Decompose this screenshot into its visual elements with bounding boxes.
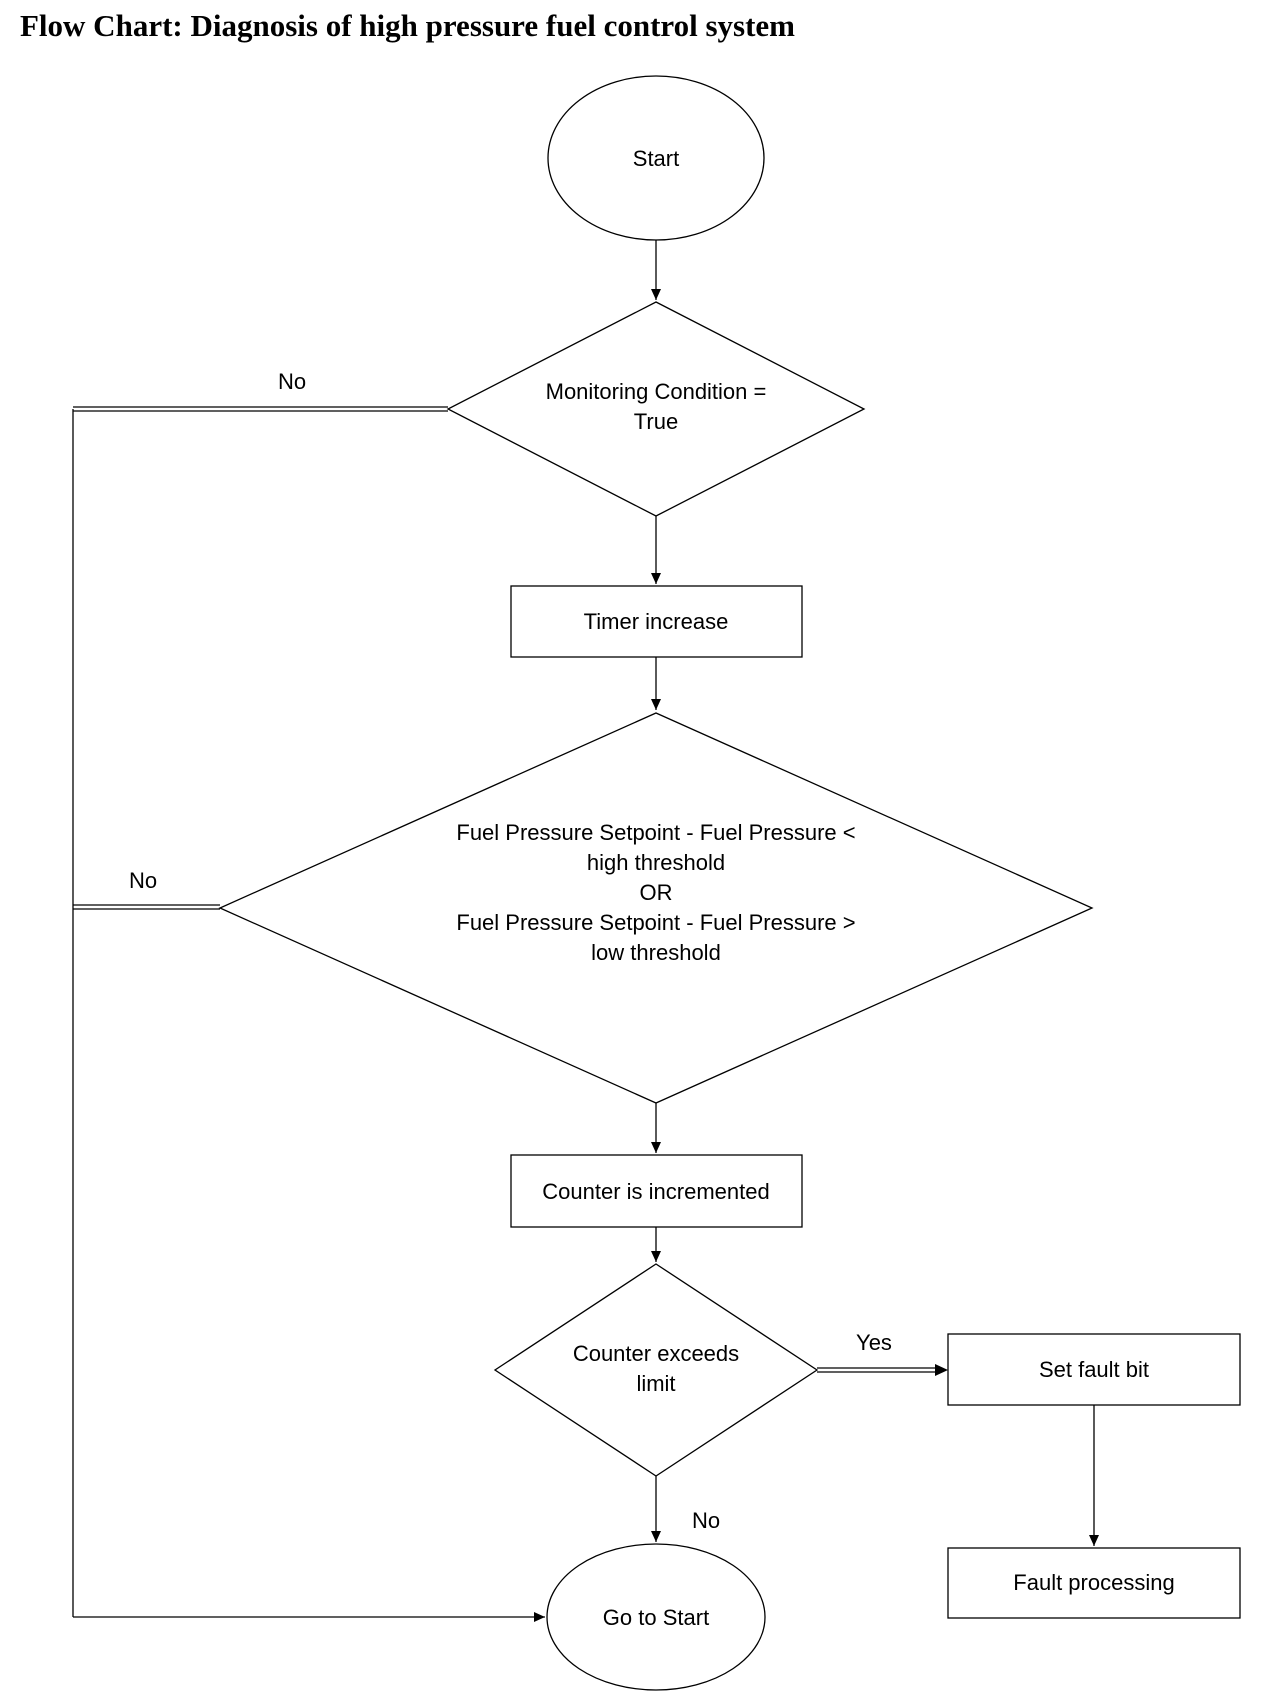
timer-increase-label: Timer increase: [584, 609, 729, 634]
go-to-start-terminal: [546, 1543, 766, 1691]
monitoring-condition-line1: Monitoring Condition =: [546, 379, 767, 404]
pressure-no-label: No: [129, 868, 157, 893]
counter-exceeds-line1: Counter exceeds: [573, 1341, 739, 1366]
monitoring-condition-line2: True: [634, 409, 678, 434]
counter-exceeds-decision: [493, 1263, 819, 1477]
set-fault-bit-process: [947, 1333, 1241, 1406]
monitoring-no-label: No: [278, 369, 306, 394]
counter-no-label: No: [692, 1508, 720, 1533]
set-fault-bit-label: Set fault bit: [1039, 1357, 1149, 1382]
counter-incremented-process: [510, 1154, 803, 1228]
fault-processing-process: [947, 1547, 1241, 1619]
counter-yes-label: Yes: [856, 1330, 892, 1355]
start-label: Start: [633, 146, 679, 171]
counter-incremented-label: Counter is incremented: [542, 1179, 769, 1204]
fault-processing-label: Fault processing: [1013, 1570, 1174, 1595]
page-title: Flow Chart: Diagnosis of high pressure f…: [20, 8, 795, 43]
pressure-check-line5: low threshold: [591, 940, 721, 965]
pressure-check-line2: high threshold: [587, 850, 725, 875]
timer-increase-process: [510, 585, 803, 658]
counter-yes-arrowhead: [935, 1364, 948, 1376]
pressure-check-decision: [218, 712, 1094, 1104]
pressure-check-line3: OR: [640, 880, 673, 905]
counter-exceeds-line2: limit: [636, 1371, 675, 1396]
pressure-check-line4: Fuel Pressure Setpoint - Fuel Pressure >: [456, 910, 855, 935]
pressure-check-line1: Fuel Pressure Setpoint - Fuel Pressure <: [456, 820, 855, 845]
go-to-start-label: Go to Start: [603, 1605, 709, 1630]
